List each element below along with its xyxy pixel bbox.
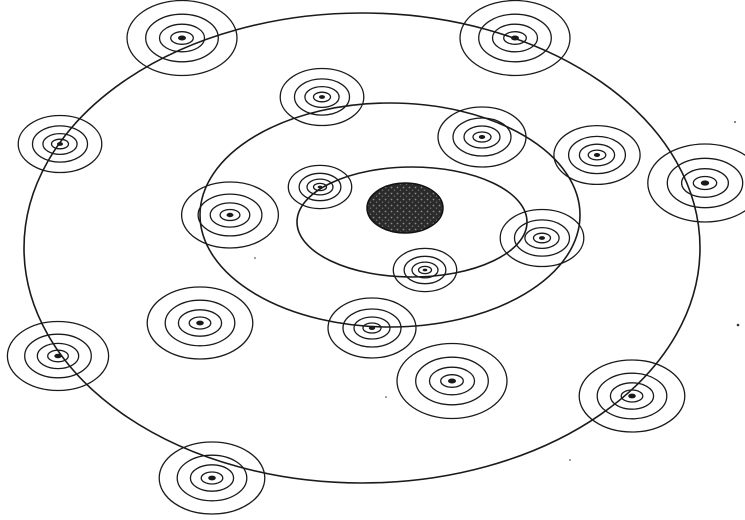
electron-inner-orbit — [500, 210, 584, 267]
electron-outer-orbit — [147, 287, 253, 359]
electron-middle-orbit — [280, 69, 364, 126]
electron-core — [511, 36, 519, 41]
electron-core — [594, 153, 600, 157]
electron-core — [423, 269, 428, 272]
nucleus — [367, 183, 443, 233]
electron-core — [701, 180, 709, 185]
electron-core — [319, 95, 325, 99]
electron-core — [227, 213, 234, 217]
electron-outer-orbit — [460, 1, 570, 76]
electron-core — [448, 379, 456, 384]
electron-outer-orbit — [7, 322, 108, 391]
electron-core — [57, 142, 63, 146]
electron-core — [196, 321, 204, 326]
electron-middle-orbit — [328, 298, 416, 358]
scan-specks — [254, 121, 739, 461]
electron-outer-orbit — [127, 1, 237, 76]
electron-core — [54, 354, 61, 359]
electron-core — [479, 135, 485, 139]
electron-core — [208, 476, 216, 481]
electron-core — [369, 326, 375, 330]
electron-middle-orbit — [182, 182, 279, 248]
electron-core — [539, 236, 545, 240]
electron-outer-orbit — [397, 344, 507, 419]
speck — [737, 324, 740, 327]
electron-inner-orbit — [288, 165, 351, 208]
electron-core — [628, 394, 636, 399]
speck — [254, 257, 256, 259]
electron-core — [318, 186, 323, 189]
electron-core — [178, 36, 186, 41]
electron-outer-orbit — [18, 116, 102, 173]
electron-outer-orbit — [159, 442, 265, 514]
electron-inner-orbit — [393, 248, 456, 291]
speck — [569, 459, 571, 461]
speck — [385, 396, 387, 398]
electron-middle-orbit — [438, 107, 526, 167]
speck — [734, 121, 736, 123]
electron-middle-orbit — [554, 126, 640, 185]
electrons — [7, 1, 745, 515]
electron-outer-orbit — [579, 360, 685, 432]
outer-orbit — [24, 13, 700, 483]
orbit-paths — [24, 13, 700, 483]
